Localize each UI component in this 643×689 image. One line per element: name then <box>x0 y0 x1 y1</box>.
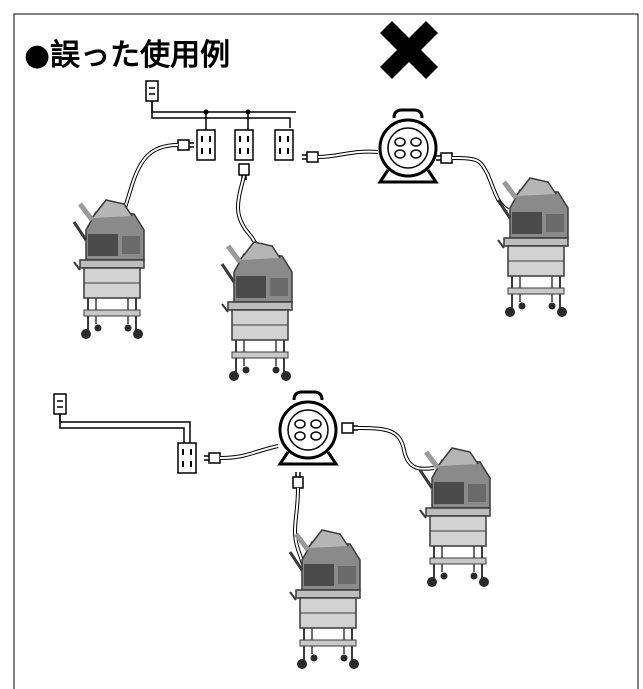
cord-reel-icon <box>378 108 438 184</box>
cart-icon <box>222 242 292 381</box>
wall-outlet-icon <box>145 80 159 102</box>
cart-icon <box>74 200 144 339</box>
cord-reel-icon <box>278 390 338 466</box>
wall-outlet-icon <box>53 393 67 415</box>
scene-1 <box>74 80 568 381</box>
page-title: ●誤った使用例 <box>24 38 231 73</box>
cart-icon <box>498 178 568 317</box>
scene-2 <box>53 390 490 669</box>
power-strip-socket-icon <box>196 129 216 161</box>
socket-icon <box>177 442 197 474</box>
power-strip-socket-icon <box>274 129 294 161</box>
x-mark-icon <box>380 21 438 79</box>
power-strip-socket-icon <box>234 129 254 161</box>
